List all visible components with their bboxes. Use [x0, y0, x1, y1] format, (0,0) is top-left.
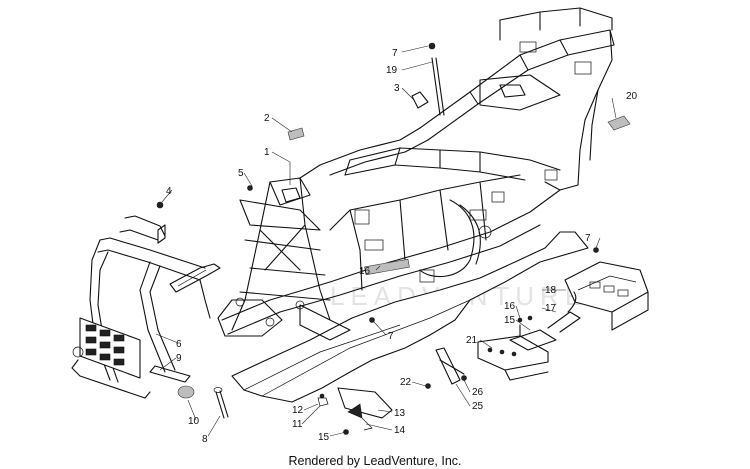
callout-12: 12 [292, 405, 304, 416]
bracket-13 [337, 387, 393, 419]
clip-14-icon [347, 403, 363, 419]
callout-7-center: 7 [388, 331, 394, 342]
frame-strip [364, 258, 410, 276]
bolt-7-right-icon [593, 247, 599, 253]
bolt-9-bar [149, 365, 191, 383]
rear-bolt-icon [428, 42, 436, 50]
callout-8: 8 [202, 434, 208, 445]
main-frame [217, 7, 615, 341]
callout-6: 6 [176, 339, 182, 350]
callout-17: 15 [504, 315, 516, 326]
callout-18: 16 [504, 301, 516, 312]
front-bumper [71, 215, 221, 399]
bushing-icon [177, 385, 195, 399]
cap-piece [287, 127, 305, 141]
callout-22: 20 [626, 91, 638, 102]
rear-rod [431, 57, 441, 116]
callout-10: 10 [188, 416, 200, 427]
plate-hole-icon [319, 393, 325, 399]
callout-21: 19 [386, 65, 398, 76]
callout-20: 18 [545, 285, 557, 296]
callouts: 2 1 5 3 4 7 19 20 7 16 18 16 17 15 21 7 … [166, 48, 638, 445]
callout-15: 15 [318, 432, 330, 443]
callout-24: 22 [400, 377, 412, 388]
footpeg-bracket [477, 291, 581, 381]
bolt-5-icon [247, 185, 253, 191]
callout-13: 13 [394, 408, 406, 419]
nut-11-icon [317, 397, 329, 407]
callout-11: 11 [292, 419, 303, 430]
long-bolt [215, 391, 225, 419]
footer-credit: Rendered by LeadVenture, Inc. [288, 454, 461, 468]
callout-7-right: 7 [585, 233, 591, 244]
callout-9: 9 [176, 353, 182, 364]
bolt-24-icon [425, 383, 431, 389]
bolt-4-icon [156, 201, 164, 209]
callout-14: 14 [394, 425, 406, 436]
callout-19: 17 [545, 303, 557, 314]
callout-2: 2 [264, 113, 270, 124]
leader-lines [155, 45, 617, 437]
callout-1: 1 [264, 147, 270, 158]
bracket-25 [435, 347, 461, 385]
skid-plate [231, 231, 589, 403]
callout-16: 16 [359, 266, 371, 277]
bolt-26-icon [461, 375, 467, 381]
callout-5: 5 [238, 168, 244, 179]
callout-23: 21 [466, 335, 478, 346]
small-plate [607, 115, 631, 131]
callout-25: 25 [472, 401, 484, 412]
callout-7-top: 7 [392, 48, 398, 59]
bolt-7-center-icon [369, 317, 375, 323]
rear-bracket [411, 91, 429, 109]
callout-4: 4 [166, 186, 172, 197]
callout-26: 26 [472, 387, 484, 398]
callout-3: 3 [394, 83, 400, 94]
